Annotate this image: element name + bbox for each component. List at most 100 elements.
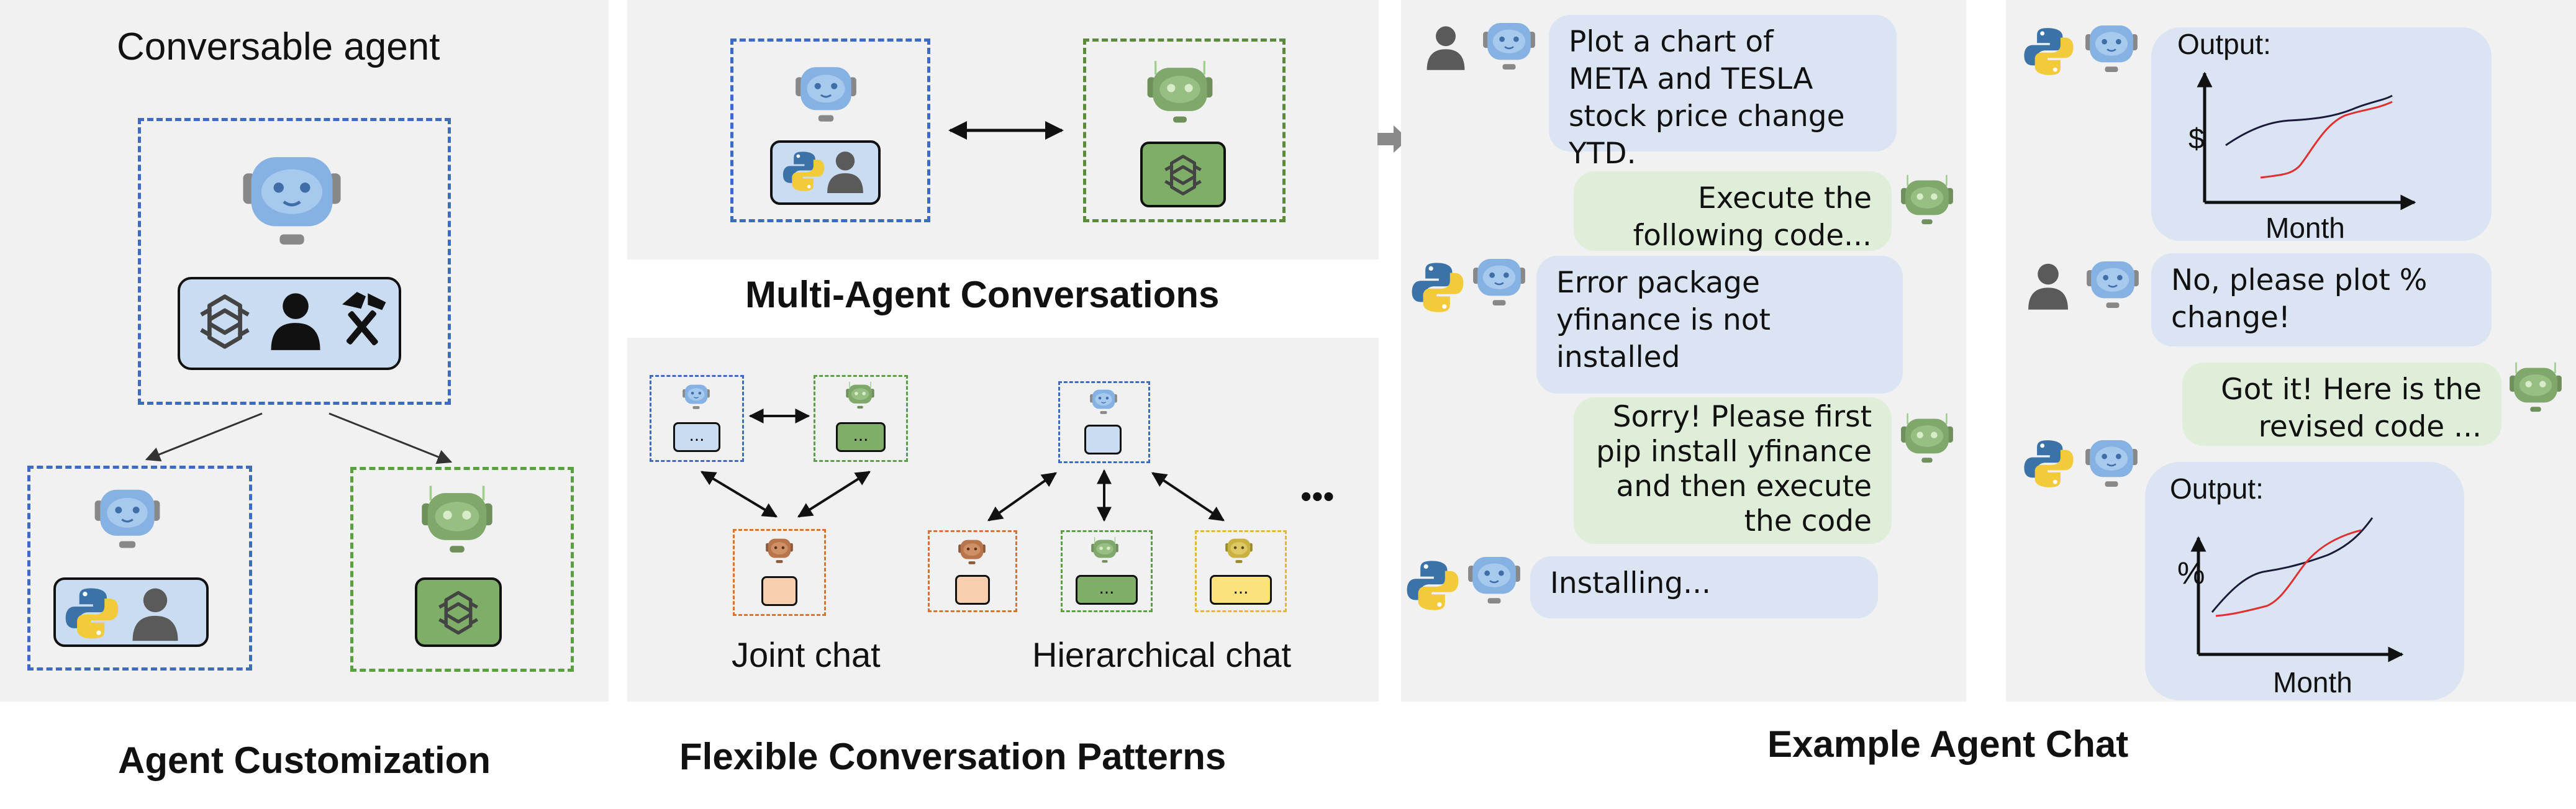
- hierarchical-chat-label: Hierarchical chat: [1032, 635, 1292, 674]
- node-content: ...: [836, 422, 886, 452]
- robot-icon: [955, 538, 989, 569]
- node-content: [1084, 425, 1122, 454]
- robot-icon: [2503, 361, 2569, 421]
- python-human-box: [770, 140, 881, 205]
- output-chart: [2190, 517, 2404, 662]
- output-xlabel: Month: [2265, 212, 2345, 244]
- output-ylabel: %: [2177, 556, 2205, 590]
- customization-arrows: [145, 412, 453, 464]
- openai-model-box: [1140, 142, 1226, 207]
- node-content: ...: [673, 422, 720, 452]
- robot-icon: [1468, 255, 1530, 314]
- conversable-agent-title: Conversable agent: [117, 25, 440, 68]
- node-content-text: ...: [1099, 579, 1115, 598]
- chat-message-line: No, please plot %: [2171, 263, 2428, 297]
- agent-node-orange: [928, 530, 1017, 612]
- python-icon: [2022, 437, 2075, 490]
- robot-icon: [1087, 387, 1120, 418]
- chat-message-line: Plot a chart of: [1569, 25, 1774, 59]
- robot-icon: [1088, 536, 1122, 567]
- bidirectional-arrow: [948, 121, 1064, 140]
- robot-icon: [679, 382, 713, 414]
- hierarchical-arrows: [987, 469, 1225, 522]
- robot-icon: [789, 62, 863, 132]
- python-icon: [1405, 558, 1461, 613]
- node-content-text: ...: [689, 427, 705, 445]
- output-chart: [2197, 71, 2416, 210]
- example-agent-chat-caption: Example Agent Chat: [1767, 723, 2129, 765]
- python-icon: [2022, 25, 2075, 78]
- chat-message-line: YTD.: [1569, 137, 1636, 171]
- python-icon: [781, 148, 826, 195]
- robot-icon: [1478, 19, 1540, 78]
- chat-message-line: pip install yfinance: [1596, 435, 1872, 469]
- openai-agent-box: [350, 467, 574, 672]
- chat-message: Installing...: [1530, 556, 1878, 618]
- ellipsis: •••: [1300, 479, 1335, 515]
- person-icon: [2022, 260, 2074, 312]
- chat-message: Error package yfinance is not installed: [1536, 256, 1903, 394]
- chat-message-line: Execute the: [1697, 181, 1872, 215]
- chat-message-line: Installing...: [1550, 566, 1711, 600]
- assistant-agent-box: [730, 38, 930, 222]
- joint-arrow-horizontal: [748, 409, 810, 423]
- chat-message: Sorry! Please first pip install yfinance…: [1574, 397, 1892, 544]
- flow-arrow: [1377, 125, 1408, 153]
- output-ylabel: $: [2188, 122, 2205, 155]
- chat-message-line: the code: [1744, 504, 1872, 538]
- robot-icon: [2080, 257, 2145, 317]
- person-icon: [821, 148, 869, 195]
- chat-message-line: Got it! Here is the: [2221, 373, 2482, 407]
- chat-message-line: and then execute: [1616, 469, 1872, 504]
- robot-icon: [2079, 21, 2144, 81]
- agent-node-blue: [650, 375, 744, 462]
- robot-icon: [87, 484, 168, 559]
- node-content: ...: [1210, 575, 1272, 605]
- openai-model-box: [415, 577, 502, 647]
- node-content-text: ...: [853, 427, 869, 445]
- joint-chat-label: Joint chat: [732, 635, 881, 674]
- chat-message-line: yfinance is not: [1556, 303, 1771, 337]
- robot-icon: [414, 484, 501, 565]
- python-icon: [62, 585, 122, 642]
- robot-icon: [843, 381, 877, 414]
- chat-message-line: stock price change: [1569, 99, 1845, 133]
- node-content: ...: [1076, 575, 1138, 605]
- robot-icon: [1463, 553, 1525, 612]
- output-label: Output:: [2170, 472, 2264, 505]
- python-agent-box: [27, 466, 252, 671]
- node-content: [761, 576, 797, 606]
- output-xlabel: Month: [2273, 666, 2352, 698]
- agent-node-orange: [733, 529, 826, 616]
- agent-node-green: [1061, 530, 1153, 612]
- agent-node-blue: [1058, 381, 1150, 463]
- robot-icon: [2079, 436, 2144, 495]
- node-content-text: ...: [1233, 579, 1249, 598]
- output-label: Output:: [2177, 28, 2271, 60]
- person-icon: [125, 584, 185, 643]
- multi-agent-caption: Multi-Agent Conversations: [745, 274, 1220, 315]
- chat-message: Plot a chart of META and TESLA stock pri…: [1549, 15, 1897, 171]
- agent-node-green: [814, 375, 908, 462]
- user-proxy-box: [1083, 38, 1286, 222]
- chat-message-line: following code...: [1633, 219, 1872, 253]
- chat-message-line: revised code ...: [2258, 410, 2482, 444]
- openai-icon: [427, 585, 489, 641]
- agent-customization-caption: Agent Customization: [118, 739, 491, 781]
- chat-message-line: change!: [2171, 301, 2290, 335]
- chat-message: No, please plot % change!: [2151, 253, 2492, 346]
- robot-icon: [1894, 412, 1960, 472]
- flexible-patterns-caption: Flexible Conversation Patterns: [679, 736, 1227, 777]
- robot-icon: [763, 536, 796, 567]
- chat-message-line: Sorry! Please first: [1612, 400, 1872, 434]
- agent-node-yellow: [1195, 530, 1287, 612]
- chat-message-line: installed: [1556, 340, 1680, 374]
- robot-icon: [1222, 536, 1256, 567]
- python-icon: [1410, 260, 1466, 315]
- chat-message: Execute the following code...: [1574, 171, 1892, 253]
- chat-message-line: META and TESLA: [1569, 62, 1813, 96]
- chat-message-line: Error package: [1556, 266, 1760, 300]
- person-icon: [1421, 22, 1471, 72]
- robot-icon: [1894, 174, 1960, 233]
- robot-icon: [1143, 60, 1217, 134]
